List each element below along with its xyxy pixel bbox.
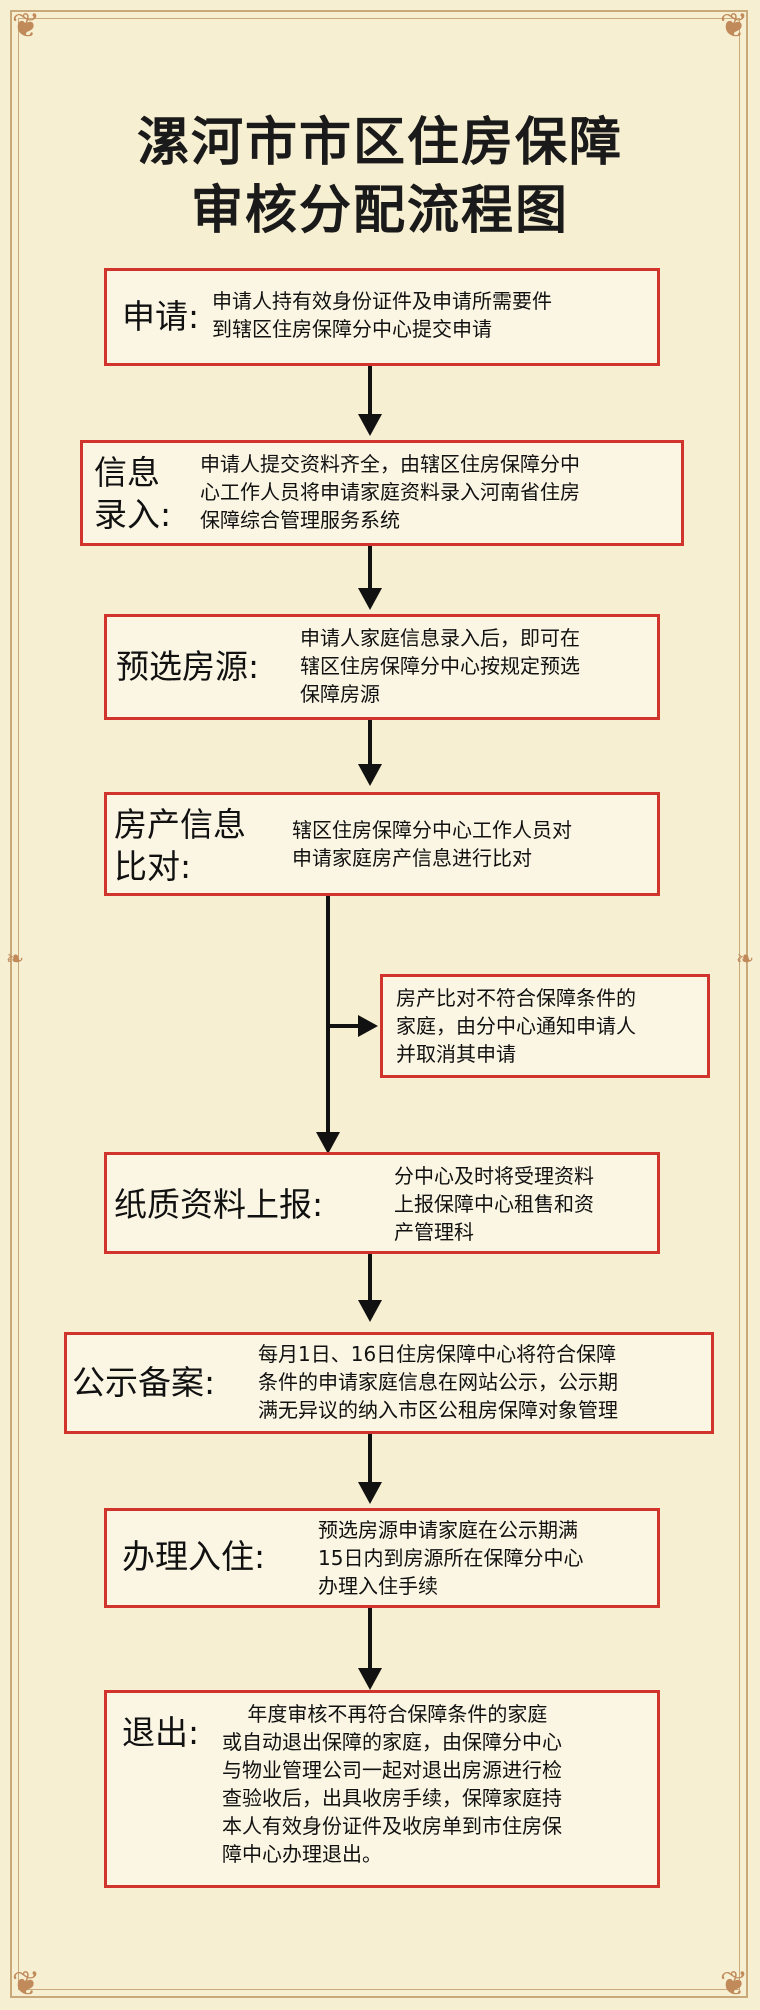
connector-line xyxy=(368,720,372,768)
step-desc-preselect: 申请人家庭信息录入后，即可在 辖区住房保障分中心按规定预选 保障房源 xyxy=(300,626,580,706)
arrow-down-icon xyxy=(358,1668,382,1690)
step-desc-exit: 年度审核不再符合保障条件的家庭 或自动退出保障的家庭，由保障分中心 与物业管理公… xyxy=(222,1702,562,1866)
connector-line xyxy=(368,1434,372,1486)
step-desc-property-check: 辖区住房保障分中心工作人员对 申请家庭房产信息进行比对 xyxy=(292,818,572,870)
page-title-line1: 漯河市市区住房保障 xyxy=(136,112,623,173)
arrow-right-icon xyxy=(358,1015,378,1037)
step-box-property-check xyxy=(104,792,660,896)
page-title-line2: 审核分配流程图 xyxy=(190,180,569,241)
step-box-move-in xyxy=(104,1508,660,1608)
side-ornament-icon: ❧ xyxy=(735,947,755,972)
branch-box-rejected xyxy=(380,974,710,1078)
corner-ornament-icon: ❦ xyxy=(719,6,749,46)
corner-ornament-icon: ❦ xyxy=(719,1964,749,2004)
connector-line xyxy=(368,1608,372,1672)
branch-desc-rejected: 房产比对不符合保障条件的 家庭，由分中心通知申请人 并取消其申请 xyxy=(396,986,636,1066)
step-label-paper-report: 纸质资料上报: xyxy=(114,1185,324,1224)
step-desc-move-in: 预选房源申请家庭在公示期满 15日内到房源所在保障分中心 办理入住手续 xyxy=(318,1518,584,1598)
arrow-down-icon xyxy=(358,1482,382,1504)
step-box-exit xyxy=(104,1690,660,1888)
connector-line xyxy=(368,1254,372,1304)
step-label-info-entry: 信息 录入: xyxy=(94,453,172,534)
connector-line xyxy=(368,546,372,592)
step-label-property-check: 房产信息 比对: xyxy=(114,805,246,886)
step-desc-apply: 申请人持有效身份证件及申请所需要件 到辖区住房保障分中心提交申请 xyxy=(212,289,552,341)
step-box-apply xyxy=(104,268,660,366)
step-label-apply: 申请: xyxy=(122,297,200,336)
step-label-preselect: 预选房源: xyxy=(116,647,260,686)
outer-frame xyxy=(10,10,748,1998)
step-desc-info-entry: 申请人提交资料齐全，由辖区住房保障分中 心工作人员将申请家庭资料录入河南省住房 … xyxy=(200,452,580,532)
corner-ornament-icon: ❦ xyxy=(11,6,41,46)
connector-line xyxy=(326,896,330,1136)
corner-ornament-icon: ❦ xyxy=(11,1964,41,2004)
step-label-publicity: 公示备案: xyxy=(72,1363,216,1402)
step-box-info-entry xyxy=(80,440,684,546)
branch-line xyxy=(326,1024,360,1028)
step-box-paper-report xyxy=(104,1152,660,1254)
arrow-down-icon xyxy=(358,1300,382,1322)
arrow-down-icon xyxy=(316,1132,340,1154)
arrow-down-icon xyxy=(358,414,382,436)
step-label-exit: 退出: xyxy=(122,1713,200,1752)
step-box-preselect xyxy=(104,614,660,720)
step-desc-publicity: 每月1日、16日住房保障中心将符合保障 条件的申请家庭信息在网站公示，公示期 满… xyxy=(258,1342,618,1422)
side-ornament-icon: ❧ xyxy=(5,947,25,972)
arrow-down-icon xyxy=(358,764,382,786)
step-label-move-in: 办理入住: xyxy=(122,1537,266,1576)
arrow-down-icon xyxy=(358,588,382,610)
inner-frame xyxy=(18,18,740,1990)
connector-line xyxy=(368,366,372,418)
step-box-publicity xyxy=(64,1332,714,1434)
step-desc-paper-report: 分中心及时将受理资料 上报保障中心租售和资 产管理科 xyxy=(394,1164,594,1244)
